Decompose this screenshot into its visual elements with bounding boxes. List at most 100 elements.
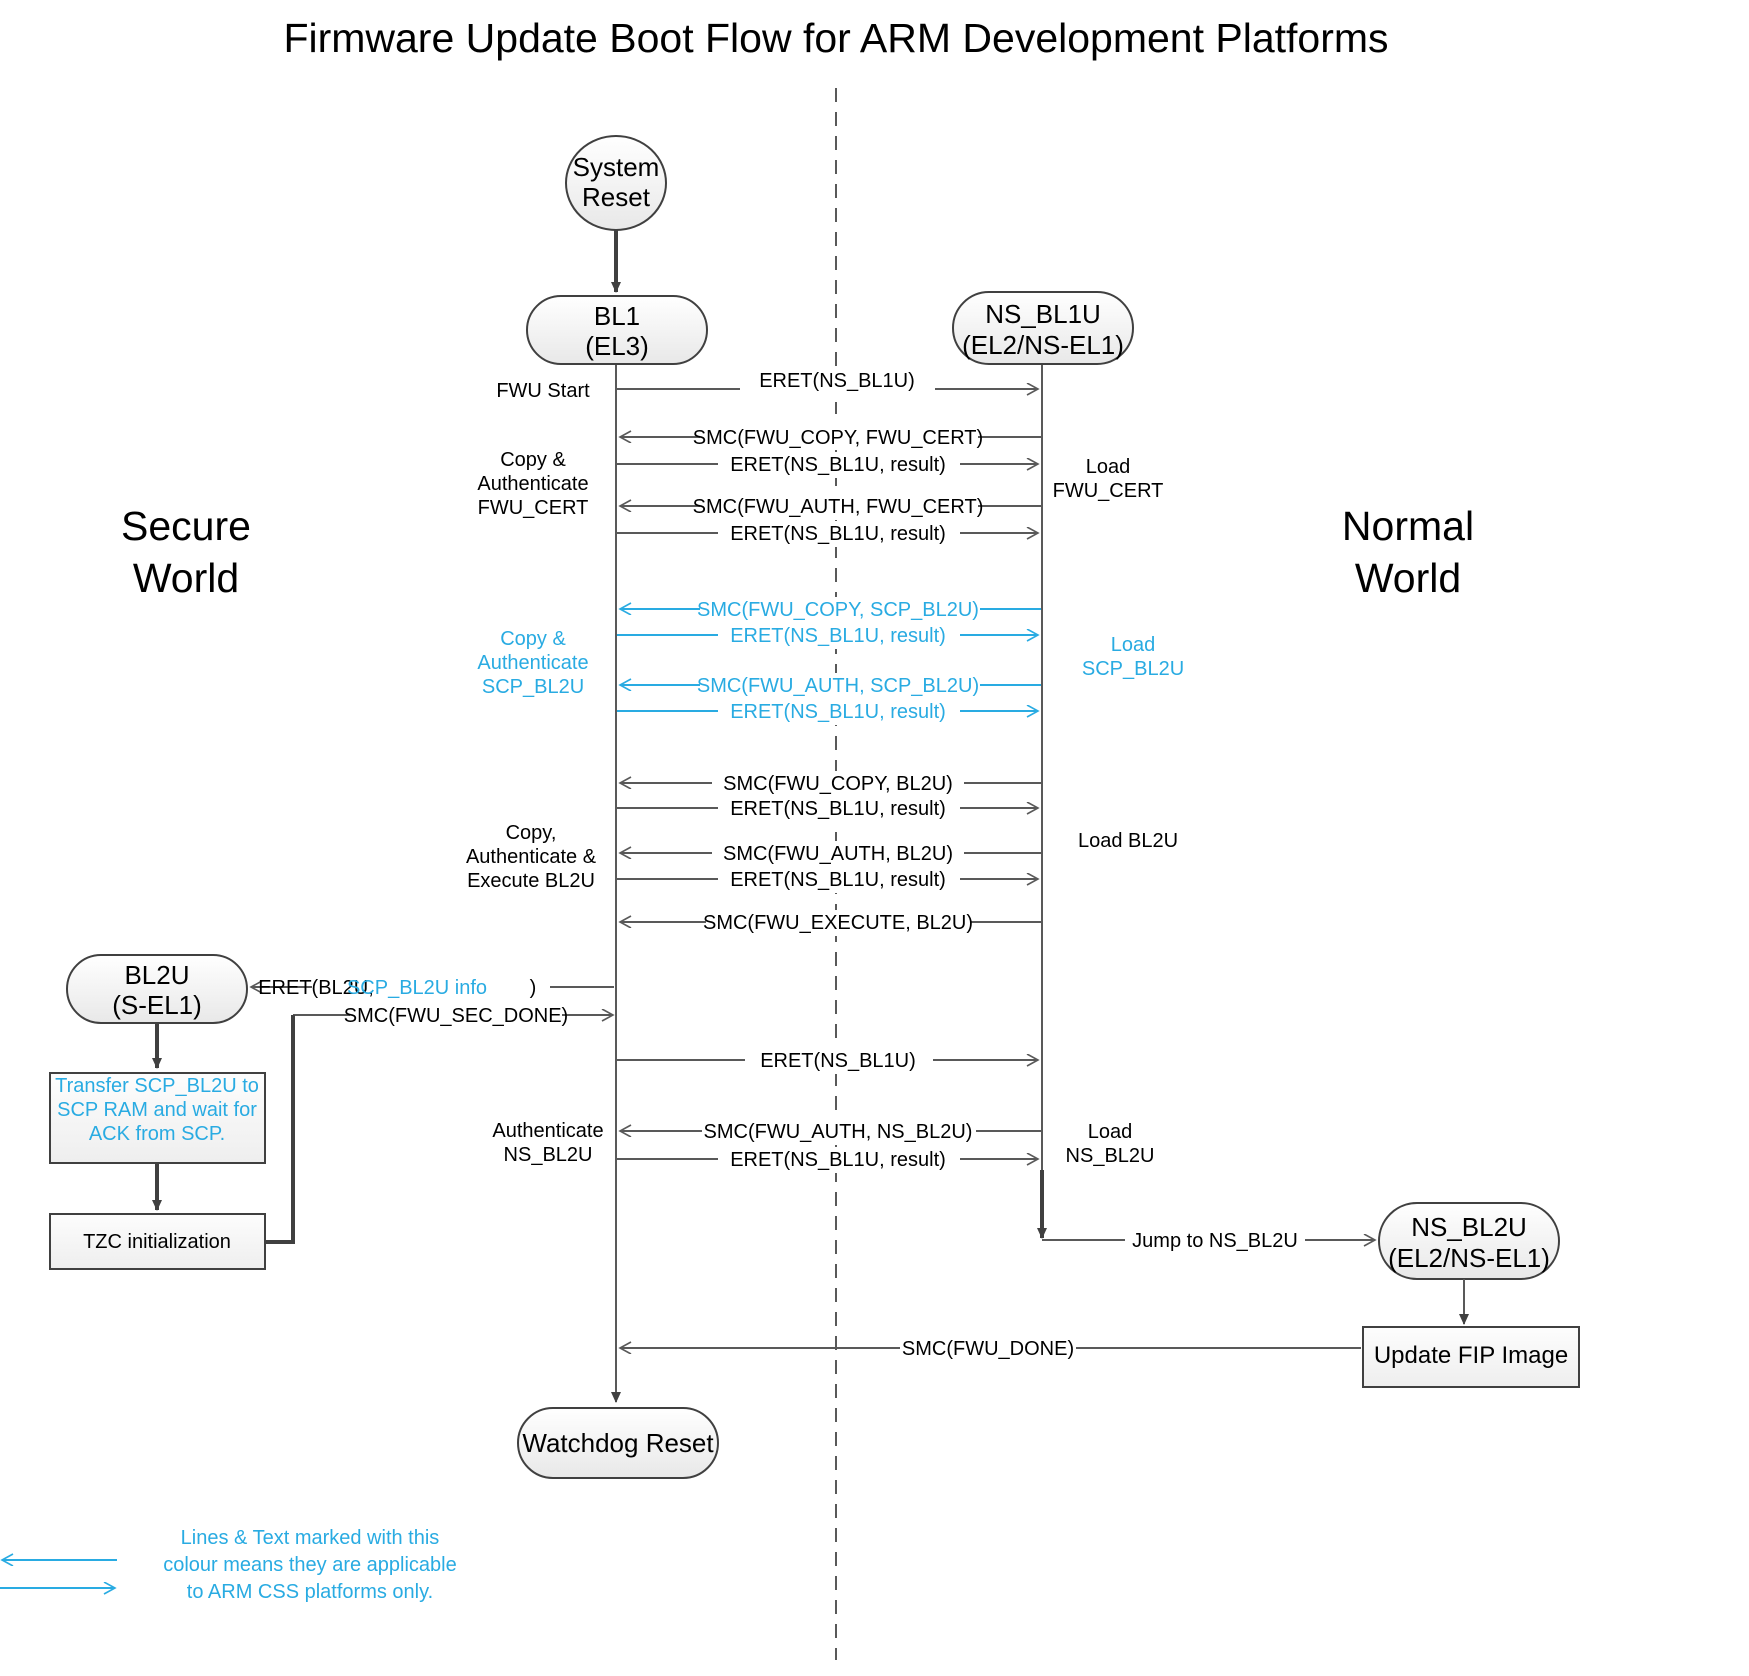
page-title: Firmware Update Boot Flow for ARM Develo… xyxy=(283,15,1388,61)
ns-bl1u-line2: (EL2/NS-EL1) xyxy=(962,330,1124,360)
secure-world-line2: World xyxy=(133,555,239,601)
transfer-box-line3: ACK from SCP. xyxy=(89,1123,225,1145)
side-label-s3-line2: Authenticate xyxy=(477,652,588,674)
bl2u-line2: (S-EL1) xyxy=(112,990,202,1020)
tzc-box-line1: TZC initialization xyxy=(83,1231,231,1253)
message-m8-label: SMC(FWU_AUTH, SCP_BL2U) xyxy=(697,675,979,697)
transfer-box-line1: Transfer SCP_BL2U to xyxy=(55,1075,259,1097)
side-labels-left: FWU Start Copy & Authenticate FWU_CERT C… xyxy=(466,380,604,1166)
message-m15-label-cyan: SCP_BL2U info xyxy=(347,977,487,999)
message-m17: ERET(NS_BL1U) xyxy=(617,1048,1038,1074)
side-label-s3-line3: SCP_BL2U xyxy=(482,676,584,698)
box-transfer-scp-bl2u: Transfer SCP_BL2U to SCP RAM and wait fo… xyxy=(49,1072,266,1164)
message-m3: ERET(NS_BL1U, result) xyxy=(617,452,1038,478)
message-m18-label: SMC(FWU_AUTH, NS_BL2U) xyxy=(704,1121,973,1143)
message-m2: SMC(FWU_COPY, FWU_CERT) xyxy=(620,424,1041,450)
message-m19-label: ERET(NS_BL1U, result) xyxy=(730,1149,946,1171)
side-label-s2-line1: Copy & xyxy=(500,449,566,471)
system-reset-line1: System xyxy=(573,152,660,182)
ns-bl2u-line1: NS_BL2U xyxy=(1411,1212,1527,1242)
tzc-to-smc-connector xyxy=(265,1015,295,1244)
message-m12-label: SMC(FWU_AUTH, BL2U) xyxy=(723,843,953,865)
message-m5: ERET(NS_BL1U, result) xyxy=(617,521,1038,547)
jump-to-ns-bl2u-label: Jump to NS_BL2U xyxy=(1132,1230,1298,1252)
transfer-box-line2: SCP RAM and wait for xyxy=(57,1099,257,1121)
ns-bl1u-line1: NS_BL1U xyxy=(985,299,1101,329)
message-m14-label: SMC(FWU_EXECUTE, BL2U) xyxy=(703,912,973,934)
box-update-fip-image: Update FIP Image xyxy=(1362,1326,1580,1388)
normal-world-label: Normal World xyxy=(1342,503,1474,601)
message-m4-label: SMC(FWU_AUTH, FWU_CERT) xyxy=(693,496,984,518)
message-m4: SMC(FWU_AUTH, FWU_CERT) xyxy=(620,494,1041,520)
node-system-reset: System Reset xyxy=(565,135,667,231)
message-m13-label: ERET(NS_BL1U, result) xyxy=(730,869,946,891)
side-label-r1-line2: FWU_CERT xyxy=(1053,480,1164,502)
legend-line3: to ARM CSS platforms only. xyxy=(187,1581,433,1603)
message-m7-label: ERET(NS_BL1U, result) xyxy=(730,625,946,647)
node-ns-bl2u: NS_BL2U (EL2/NS-EL1) xyxy=(1378,1202,1560,1280)
legend-line2: colour means they are applicable xyxy=(163,1554,457,1576)
message-m8: SMC(FWU_AUTH, SCP_BL2U) xyxy=(620,673,1041,699)
message-m9: ERET(NS_BL1U, result) xyxy=(617,699,1038,725)
message-m6-label: SMC(FWU_COPY, SCP_BL2U) xyxy=(697,599,979,621)
side-label-s2-line2: Authenticate xyxy=(477,473,588,495)
side-label-r4-line2: NS_BL2U xyxy=(1066,1145,1155,1167)
update-fip-box-line1: Update FIP Image xyxy=(1374,1342,1568,1369)
message-m14: SMC(FWU_EXECUTE, BL2U) xyxy=(620,910,1041,936)
node-bl2u: BL2U (S-EL1) xyxy=(66,954,248,1024)
message-m13: ERET(NS_BL1U, result) xyxy=(617,867,1038,893)
message-m6: SMC(FWU_COPY, SCP_BL2U) xyxy=(620,597,1041,623)
message-m10: SMC(FWU_COPY, BL2U) xyxy=(620,771,1041,797)
system-reset-line2: Reset xyxy=(582,182,651,212)
normal-world-line1: Normal xyxy=(1342,503,1474,549)
side-labels-right: Load FWU_CERT Load SCP_BL2U Load BL2U Lo… xyxy=(1053,456,1185,1167)
message-m17-label: ERET(NS_BL1U) xyxy=(760,1050,916,1072)
message-m16-label: SMC(FWU_SEC_DONE) xyxy=(344,1005,568,1027)
side-label-s4-line3: Execute BL2U xyxy=(467,870,595,892)
legend-line1: Lines & Text marked with this xyxy=(181,1527,440,1549)
side-label-r3-line1: Load BL2U xyxy=(1078,830,1178,852)
message-m9-label: ERET(NS_BL1U, result) xyxy=(730,701,946,723)
box-tzc-initialization: TZC initialization xyxy=(49,1213,266,1270)
side-label-s4-line1: Copy, xyxy=(506,822,557,844)
smc-fwu-done-label: SMC(FWU_DONE) xyxy=(902,1338,1074,1360)
flow-jump-to-ns-bl2u: Jump to NS_BL2U xyxy=(1042,1228,1375,1254)
legend-text: Lines & Text marked with this colour mea… xyxy=(163,1527,457,1603)
secure-world-label: Secure World xyxy=(121,503,251,601)
message-m2-label: SMC(FWU_COPY, FWU_CERT) xyxy=(693,427,983,449)
side-label-r2-line2: SCP_BL2U xyxy=(1082,658,1184,680)
node-ns-bl1u: NS_BL1U (EL2/NS-EL1) xyxy=(952,291,1134,365)
normal-world-line2: World xyxy=(1355,555,1461,601)
message-m12: SMC(FWU_AUTH, BL2U) xyxy=(620,841,1041,867)
bl2u-line1: BL2U xyxy=(124,960,189,990)
message-m1: ERET(NS_BL1U) xyxy=(617,370,1038,402)
side-label-s2-line3: FWU_CERT xyxy=(478,497,589,519)
watchdog-reset-line1: Watchdog Reset xyxy=(522,1428,714,1458)
message-m16: SMC(FWU_SEC_DONE) xyxy=(293,1003,613,1029)
message-m3-label: ERET(NS_BL1U, result) xyxy=(730,454,946,476)
ns-bl2u-line2: (EL2/NS-EL1) xyxy=(1388,1243,1550,1273)
side-label-s5-line2: NS_BL2U xyxy=(504,1144,593,1166)
side-label-r2-line1: Load xyxy=(1111,634,1156,656)
message-m15: ERET(BL2U, SCP_BL2U info ) xyxy=(251,975,614,1001)
side-label-s3-line1: Copy & xyxy=(500,628,566,650)
side-label-r4-line1: Load xyxy=(1088,1121,1133,1143)
bl1-line1: BL1 xyxy=(594,301,640,331)
side-label-s5-line1: Authenticate xyxy=(492,1120,603,1142)
message-group: ERET(NS_BL1U) SMC(FWU_COPY, FWU_CERT) ER… xyxy=(617,370,1041,1173)
flow-smc-fwu-done: SMC(FWU_DONE) xyxy=(620,1336,1361,1362)
message-m11: ERET(NS_BL1U, result) xyxy=(617,796,1038,822)
side-label-s1-line1: FWU Start xyxy=(496,380,590,402)
message-m15-label-tail: ) xyxy=(530,977,537,999)
node-watchdog-reset: Watchdog Reset xyxy=(517,1407,719,1479)
message-m19: ERET(NS_BL1U, result) xyxy=(617,1147,1038,1173)
message-m5-label: ERET(NS_BL1U, result) xyxy=(730,523,946,545)
legend-arrows xyxy=(0,1560,117,1588)
message-m10-label: SMC(FWU_COPY, BL2U) xyxy=(723,773,953,795)
bl1-line2: (EL3) xyxy=(585,331,649,361)
side-label-r1-line1: Load xyxy=(1086,456,1131,478)
message-m18: SMC(FWU_AUTH, NS_BL2U) xyxy=(620,1119,1041,1145)
secure-world-line1: Secure xyxy=(121,503,251,549)
